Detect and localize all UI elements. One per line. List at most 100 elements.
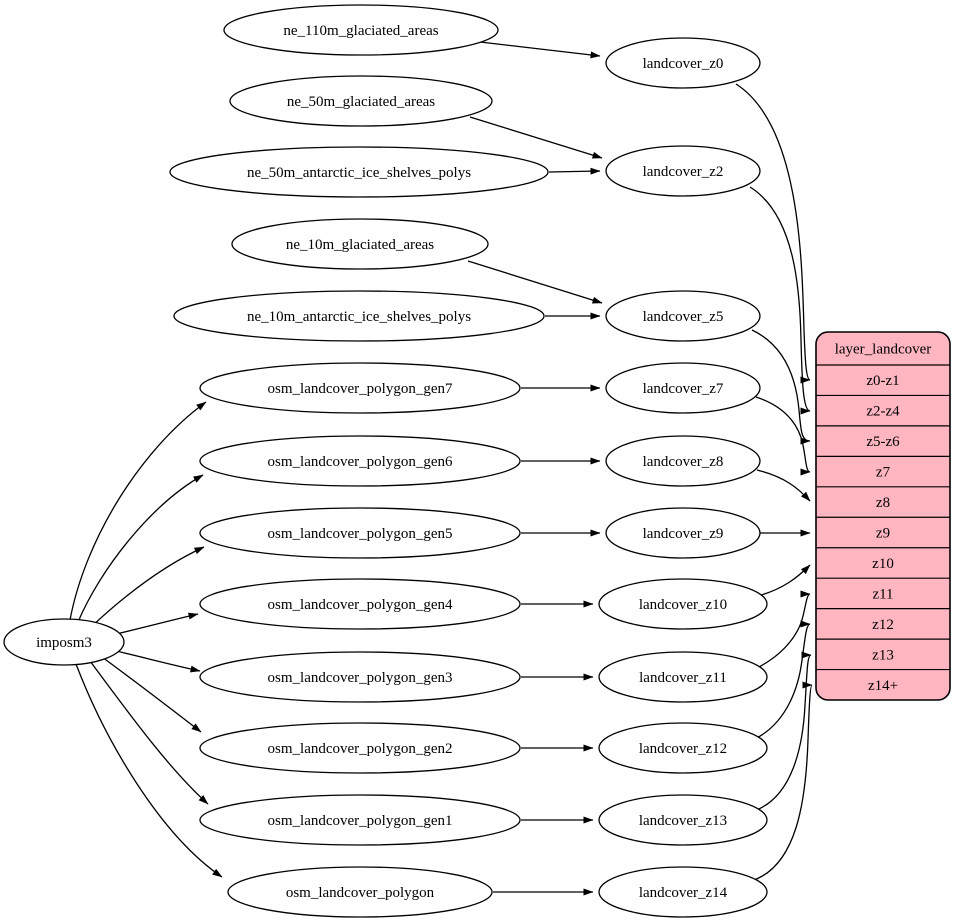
node-landcover_z0-shape [605,37,761,89]
edge-imposm3-to-osm_landcover_polygon_gen3 [111,649,201,673]
node-landcover_z12: landcover_z12 [598,722,768,774]
node-ne_50m_glaciated_areas-label: ne_50m_glaciated_areas [287,94,435,110]
node-landcover_z11-label: landcover_z11 [639,670,727,686]
node-ne_10m_glaciated_areas: ne_10m_glaciated_areas [231,218,489,270]
node-ne_110m_glaciated_areas: ne_110m_glaciated_areas [223,4,499,56]
node-osm_landcover_polygon_gen3-shape [199,651,521,703]
node-landcover_z9-shape [605,507,761,559]
node-osm_landcover_polygon_gen2-shape [199,722,521,774]
edge-landcover_z13-to-layer_landcover:z13 [753,651,812,812]
edge-landcover_z11-to-layer_landcover:z11 [756,590,811,669]
node-landcover_z12-label: landcover_z12 [639,741,727,757]
node-landcover_z9: landcover_z9 [605,507,761,559]
node-landcover_z10: landcover_z10 [598,578,768,630]
edge-imposm3-to-osm_landcover_polygon [75,663,223,878]
node-osm_landcover_polygon-label: osm_landcover_polygon [286,885,435,901]
node-imposm3: imposm3 [3,618,125,666]
node-ne_50m_antarctic_ice_shelves_polys-label: ne_50m_antarctic_ice_shelves_polys [247,165,471,181]
node-ne_10m_glaciated_areas-label: ne_10m_glaciated_areas [286,237,434,253]
node-ne_110m_glaciated_areas-label: ne_110m_glaciated_areas [283,23,438,39]
edge-landcover_z5-to-layer_landcover:z5-z6 [751,329,811,445]
table-layer_landcover: layer_landcoverz0-z1z2-z4z5-z6z7z8z9z10z… [815,331,951,701]
node-landcover_z2: landcover_z2 [605,145,761,197]
node-osm_landcover_polygon_gen4-shape [199,578,521,630]
edge-imposm3-to-osm_landcover_polygon_gen2 [101,656,202,733]
table-row-z0-z1: z0-z1 [866,373,899,389]
table-row-z7: z7 [876,465,891,481]
edge-imposm3-to-osm_landcover_polygon_gen1 [89,660,209,805]
node-landcover_z0: landcover_z0 [605,37,761,89]
node-ne_10m_antarctic_ice_shelves_polys-shape [173,290,545,342]
edge-ne_10m_glaciated_areas-to-landcover_z5 [467,260,603,304]
node-landcover_z12-shape [598,722,768,774]
node-landcover_z13-shape [598,794,768,846]
node-ne_50m_glaciated_areas-shape [229,75,493,127]
table-row-z14+: z14+ [868,678,898,694]
table-row-z11: z11 [872,586,893,602]
edge-imposm3-to-osm_landcover_polygon_gen6 [77,474,204,623]
node-osm_landcover_polygon_gen4-label: osm_landcover_polygon_gen4 [268,597,453,613]
nodes-layer: ne_110m_glaciated_areas ne_50m_glaciated_… [3,4,768,918]
node-ne_50m_glaciated_areas: ne_50m_glaciated_areas [229,75,493,127]
node-landcover_z0-label: landcover_z0 [643,56,724,72]
node-osm_landcover_polygon_gen5: osm_landcover_polygon_gen5 [199,507,521,559]
node-osm_landcover_polygon_gen1-shape [199,794,521,846]
table-row-z12: z12 [872,617,894,633]
node-landcover_z5: landcover_z5 [605,290,761,342]
edge-ne_50m_glaciated_areas-to-landcover_z2 [469,116,603,159]
edge-landcover_z2-to-layer_landcover:z2-z4 [749,186,811,415]
node-landcover_z7-shape [605,362,761,414]
node-landcover_z10-shape [598,578,768,630]
edge-imposm3-to-osm_landcover_polygon_gen5 [89,546,205,629]
node-ne_10m_glaciated_areas-shape [231,218,489,270]
node-osm_landcover_polygon_gen7: osm_landcover_polygon_gen7 [199,362,521,414]
node-landcover_z2-shape [605,145,761,197]
table-row-z10: z10 [872,556,894,572]
node-landcover_z8: landcover_z8 [605,435,761,487]
node-osm_landcover_polygon_gen3-label: osm_landcover_polygon_gen3 [268,670,453,686]
edges-layer [69,41,813,896]
edge-ne_50m_antarctic_ice_shelves_polys-to-landcover_z2 [548,167,601,175]
node-landcover_z7-label: landcover_z7 [643,381,724,397]
edge-landcover_z0-to-layer_landcover:z0-z1 [735,83,811,384]
node-osm_landcover_polygon_gen7-shape [199,362,521,414]
node-osm_landcover_polygon_gen1-label: osm_landcover_polygon_gen1 [268,813,453,829]
node-imposm3-shape [3,618,125,666]
node-osm_landcover_polygon_gen6-label: osm_landcover_polygon_gen6 [268,454,453,470]
node-landcover_z10-label: landcover_z10 [639,597,727,613]
node-landcover_z8-label: landcover_z8 [643,454,724,470]
node-landcover_z14-shape [598,866,768,918]
node-osm_landcover_polygon: osm_landcover_polygon [227,866,493,918]
node-ne_10m_antarctic_ice_shelves_polys-label: ne_10m_antarctic_ice_shelves_polys [247,309,471,325]
node-landcover_z7: landcover_z7 [605,362,761,414]
node-landcover_z11: landcover_z11 [598,651,768,703]
node-landcover_z11-shape [598,651,768,703]
table-row-z13: z13 [872,647,894,663]
node-osm_landcover_polygon_gen5-shape [199,507,521,559]
edge-landcover_z8-to-layer_landcover:z8 [756,469,811,502]
edge-ne_110m_glaciated_areas-to-landcover_z0 [479,41,601,59]
edge-landcover_z14-to-layer_landcover:z14+ [750,681,813,882]
node-osm_landcover_polygon_gen6-shape [199,435,521,487]
node-ne_10m_antarctic_ice_shelves_polys: ne_10m_antarctic_ice_shelves_polys [173,290,545,342]
node-landcover_z9-label: landcover_z9 [643,526,724,542]
table-row-z2-z4: z2-z4 [866,404,900,420]
table-title: layer_landcover [835,342,932,358]
table-background [815,331,951,701]
node-landcover_z2-label: landcover_z2 [643,164,724,180]
node-osm_landcover_polygon_gen3: osm_landcover_polygon_gen3 [199,651,521,703]
node-osm_landcover_polygon-shape [227,866,493,918]
node-osm_landcover_polygon_gen6: osm_landcover_polygon_gen6 [199,435,521,487]
node-osm_landcover_polygon_gen4: osm_landcover_polygon_gen4 [199,578,521,630]
edge-landcover_z10-to-layer_landcover:z10 [757,564,811,597]
node-landcover_z5-label: landcover_z5 [643,309,724,325]
table-layer: layer_landcoverz0-z1z2-z4z5-z6z7z8z9z10z… [815,331,951,701]
node-landcover_z14-label: landcover_z14 [639,885,728,901]
table-row-z5-z6: z5-z6 [866,434,900,450]
node-osm_landcover_polygon_gen1: osm_landcover_polygon_gen1 [199,794,521,846]
node-landcover_z14: landcover_z14 [598,866,768,918]
node-landcover_z13-label: landcover_z13 [639,813,727,829]
node-landcover_z5-shape [605,290,761,342]
